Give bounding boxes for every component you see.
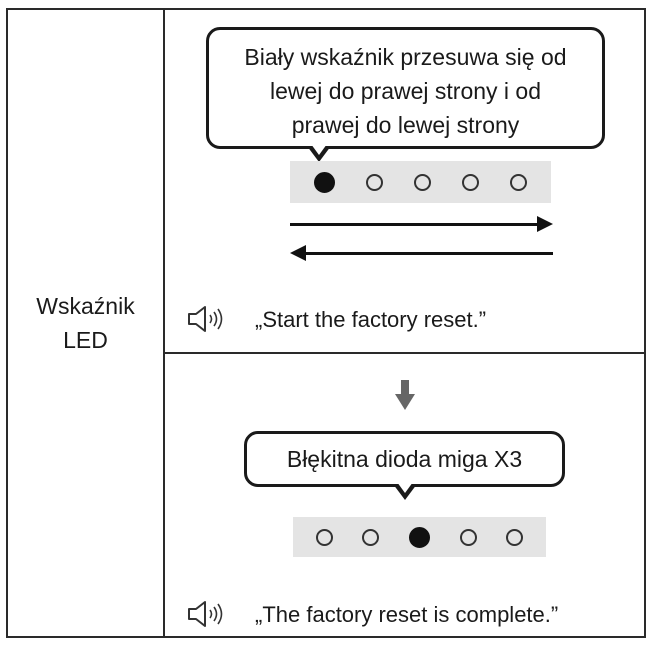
row-label-line1: Wskaźnik bbox=[36, 293, 135, 319]
led-indicator-off bbox=[362, 528, 380, 546]
led-indicator-off bbox=[413, 173, 431, 191]
voice-prompt-2: „The factory reset is complete.” bbox=[255, 602, 559, 627]
led-strip-2 bbox=[293, 517, 546, 557]
callout-line1: Biały wskaźnik przesuwa się od bbox=[244, 44, 567, 70]
callout-bubble: Biały wskaźnik przesuwa się od lewej do … bbox=[206, 27, 605, 149]
led-indicator-off bbox=[365, 173, 383, 191]
led-indicator-on bbox=[313, 171, 335, 193]
speaker-icon bbox=[188, 306, 223, 332]
led-indicator-on bbox=[408, 526, 430, 548]
callout-bubble-2: Błękitna dioda miga X3 bbox=[244, 431, 565, 487]
callout-line3: prawej do lewej strony bbox=[291, 112, 520, 138]
led-indicator-off bbox=[315, 528, 333, 546]
voice-prompt: „Start the factory reset.” bbox=[255, 307, 487, 332]
row-label-line2: LED bbox=[63, 327, 108, 353]
down-arrow-icon bbox=[395, 380, 415, 410]
row-label: Wskaźnik LED bbox=[26, 289, 146, 357]
label-cell: Wskaźnik LED bbox=[8, 10, 165, 636]
led-indicator-off bbox=[459, 528, 477, 546]
callout-tail-2-fill bbox=[397, 482, 413, 493]
led-indicator-off bbox=[506, 528, 524, 546]
callout-line2: lewej do prawej strony i od bbox=[269, 78, 542, 104]
speaker-icon-2 bbox=[188, 601, 223, 627]
led-indicator-off bbox=[462, 173, 480, 191]
led-status-table: Wskaźnik LED Biały wskaźnik przesuwa się… bbox=[6, 8, 646, 638]
step-reset-complete: Błękitna dioda miga X3 „The factory rese… bbox=[165, 354, 644, 636]
callout-text: Błękitna dioda miga X3 bbox=[286, 446, 523, 472]
led-indicator-off bbox=[510, 173, 528, 191]
arrow-right-icon bbox=[290, 215, 553, 235]
step-start-reset: Biały wskaźnik przesuwa się od lewej do … bbox=[165, 10, 644, 354]
callout-tail-fill bbox=[311, 144, 327, 155]
arrow-left-icon bbox=[290, 244, 553, 264]
led-strip bbox=[290, 161, 551, 203]
